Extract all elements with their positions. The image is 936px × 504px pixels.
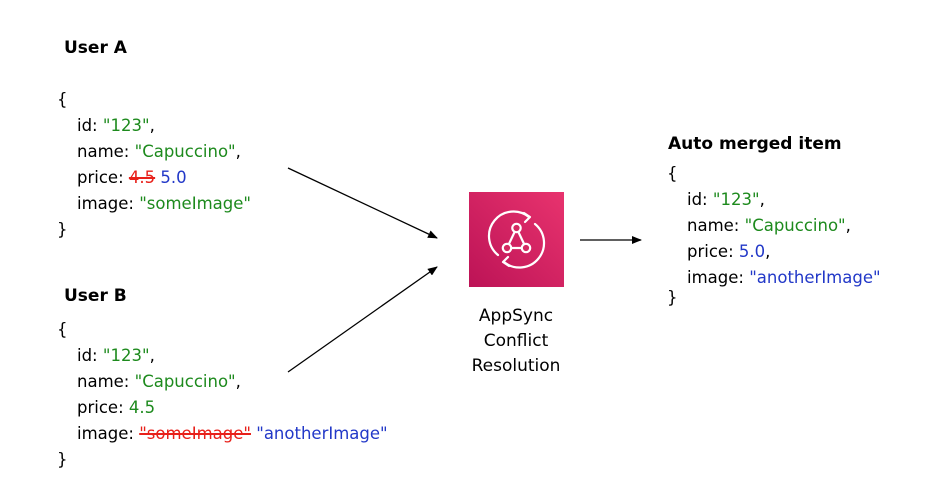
- merged-price-value: 5.0: [738, 242, 766, 261]
- user-b-title: User B: [64, 286, 127, 306]
- merged-price-line: price: 5.0,: [667, 239, 881, 265]
- merged-name-key: name:: [687, 216, 745, 235]
- user-a-image-key: image:: [77, 194, 140, 213]
- user-a-price-key: price:: [77, 168, 129, 187]
- user-a-name-key: name:: [77, 142, 135, 161]
- user-a-id-line: id: "123",: [57, 113, 251, 139]
- user-b-id-line: id: "123",: [57, 343, 388, 369]
- user-b-id-key: id:: [77, 346, 103, 365]
- merged-name-sep: ,: [845, 216, 851, 235]
- merged-price-key: price:: [687, 242, 739, 261]
- merged-json: { id: "123", name: "Capuccino", price: 5…: [667, 161, 881, 307]
- user-a-title: User A: [64, 38, 127, 58]
- merged-price-sep: ,: [765, 242, 771, 261]
- user-b-price-key: price:: [77, 398, 129, 417]
- user-b-id-value: "123": [102, 346, 150, 365]
- user-a-price-old: 4.5: [128, 168, 156, 187]
- user-a-price-new: 5.0: [160, 168, 187, 187]
- merged-id-sep: ,: [759, 190, 765, 209]
- service-label: AppSync Conflict Resolution: [456, 304, 576, 379]
- user-a-open-brace: {: [57, 90, 68, 109]
- arrow-user-b-to-service: [287, 266, 438, 373]
- appsync-glyph: [487, 210, 546, 269]
- user-b-name-key: name:: [77, 372, 135, 391]
- user-a-price-line: price: 4.5 5.0: [57, 165, 251, 191]
- merged-close-brace: }: [667, 288, 678, 307]
- appsync-icon: [469, 192, 564, 287]
- user-a-name-line: name: "Capuccino",: [57, 139, 251, 165]
- merged-id-key: id:: [687, 190, 713, 209]
- user-a-id-key: id:: [77, 116, 103, 135]
- merged-name-line: name: "Capuccino",: [667, 213, 881, 239]
- user-b-price-value: 4.5: [128, 398, 156, 417]
- user-b-price-line: price: 4.5: [57, 395, 388, 421]
- user-b-image-line: image: "someImage" "anotherImage": [57, 421, 388, 447]
- user-b-name-line: name: "Capuccino",: [57, 369, 388, 395]
- merged-name-value: "Capuccino": [744, 216, 846, 235]
- merged-id-line: id: "123",: [667, 187, 881, 213]
- service-label-line1: AppSync: [478, 306, 554, 326]
- service-label-line3: Resolution: [471, 356, 561, 376]
- merged-image-value: "anotherImage": [749, 268, 881, 287]
- user-b-open-brace: {: [57, 320, 68, 339]
- user-a-image-value: "someImage": [139, 194, 251, 213]
- arrow-user-a-to-service: [287, 167, 438, 239]
- user-a-close-brace: }: [57, 220, 68, 239]
- merged-id-value: "123": [712, 190, 760, 209]
- user-b-image-new: "anotherImage": [256, 424, 388, 443]
- user-a-id-sep: ,: [149, 116, 155, 135]
- user-a-name-sep: ,: [235, 142, 241, 161]
- merged-title: Auto merged item: [668, 134, 842, 154]
- user-a-image-line: image: "someImage": [57, 191, 251, 217]
- user-b-close-brace: }: [57, 450, 68, 469]
- merged-image-key: image:: [687, 268, 750, 287]
- user-b-name-value: "Capuccino": [134, 372, 236, 391]
- service-label-line2: Conflict: [483, 331, 549, 351]
- user-a-id-value: "123": [102, 116, 150, 135]
- user-b-json: { id: "123", name: "Capuccino", price: 4…: [57, 317, 388, 473]
- user-b-image-key: image:: [77, 424, 140, 443]
- user-b-image-old: "someImage": [139, 424, 251, 443]
- merged-open-brace: {: [667, 164, 678, 183]
- user-a-json: { id: "123", name: "Capuccino", price: 4…: [57, 87, 251, 243]
- merged-image-line: image: "anotherImage": [667, 265, 881, 291]
- user-a-name-value: "Capuccino": [134, 142, 236, 161]
- user-b-id-sep: ,: [149, 346, 155, 365]
- user-b-name-sep: ,: [235, 372, 241, 391]
